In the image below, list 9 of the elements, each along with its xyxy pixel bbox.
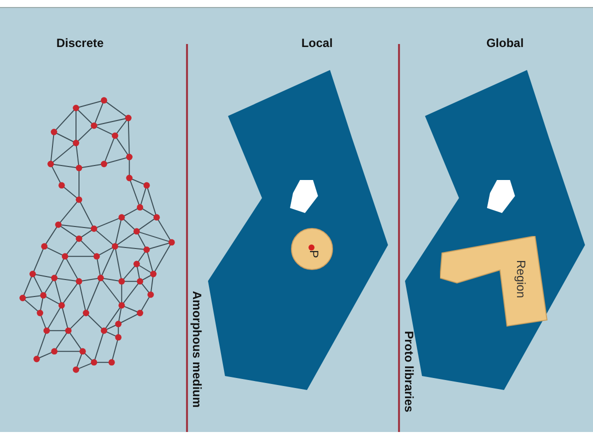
vertical-label: Proto libraries — [402, 331, 416, 412]
region-shape — [440, 236, 548, 327]
vertical-label: Amorphous medium — [190, 291, 204, 408]
panel-heading: Discrete — [56, 36, 104, 50]
region-label: Region — [514, 260, 528, 298]
point-label: P — [307, 250, 321, 258]
landmass-shape — [208, 70, 388, 390]
panel-heading: Local — [301, 36, 333, 50]
panel-heading: Global — [486, 36, 524, 50]
